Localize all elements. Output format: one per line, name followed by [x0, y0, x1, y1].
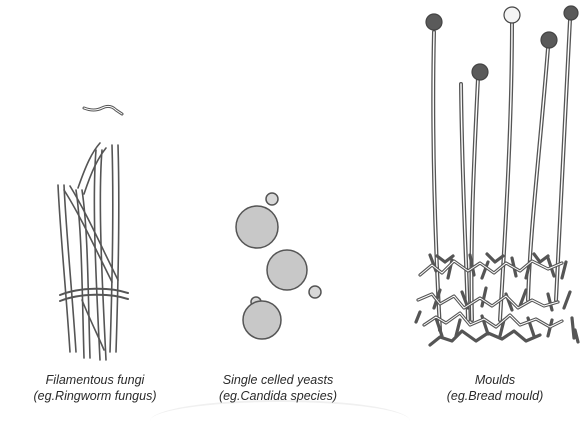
fungi-diagram — [0, 0, 580, 422]
caption-title: Single celled yeasts — [183, 372, 373, 388]
caption-filamentous-fungi: Filamentous fungi (eg.Ringworm fungus) — [0, 372, 190, 404]
caption-title: Moulds — [400, 372, 580, 388]
sporangia — [426, 6, 578, 80]
caption-example: (eg.Candida species) — [183, 388, 373, 404]
caption-example: (eg.Ringworm fungus) — [0, 388, 190, 404]
sporangiophores-highlight — [433, 20, 570, 330]
yeast-bud — [266, 193, 278, 205]
yeast-bud — [309, 286, 321, 298]
sporangium — [504, 7, 520, 23]
sporangium — [541, 32, 557, 48]
faint-watermark — [150, 400, 410, 442]
hyphae-strands — [58, 143, 119, 360]
yeast-cell — [243, 301, 281, 339]
sporangium — [472, 64, 488, 80]
caption-title: Filamentous fungi — [0, 372, 190, 388]
yeast-cells-illustration — [236, 193, 321, 339]
yeast-cell — [267, 250, 307, 290]
caption-example: (eg.Bread mould) — [400, 388, 580, 404]
caption-single-celled-yeasts: Single celled yeasts (eg.Candida species… — [183, 372, 373, 404]
sporangium — [564, 6, 578, 20]
mould-illustration — [416, 6, 578, 345]
caption-moulds: Moulds (eg.Bread mould) — [400, 372, 580, 404]
yeast-cell — [236, 206, 278, 248]
sporangium — [426, 14, 442, 30]
filamentous-fungi-illustration — [58, 106, 128, 360]
